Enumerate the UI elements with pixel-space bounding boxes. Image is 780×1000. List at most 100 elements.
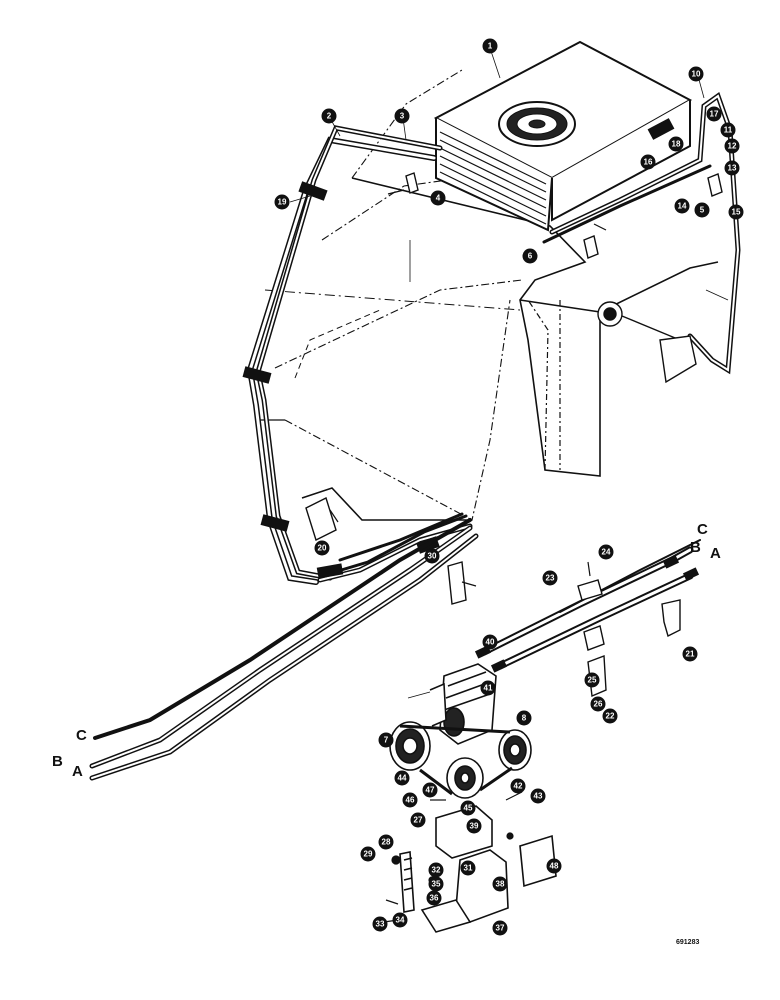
- callout-circle: [546, 858, 562, 874]
- callout-label: 21: [686, 650, 695, 659]
- callout-label: 23: [546, 574, 555, 583]
- callout-circle: [694, 202, 710, 218]
- callout-circle: [392, 912, 408, 928]
- callout-label: 38: [496, 880, 505, 889]
- figure-number: 691283: [676, 939, 699, 946]
- callout-38: 38: [492, 876, 508, 892]
- callout-circle: [530, 788, 546, 804]
- callout-circle: [688, 66, 704, 82]
- line-letter-b-top: B: [690, 539, 701, 556]
- cab-outline: [255, 69, 719, 521]
- callout-circle: [378, 732, 394, 748]
- callout-label: 5: [700, 206, 705, 215]
- callout-circle: [394, 770, 410, 786]
- callout-10: 10: [688, 66, 704, 82]
- callout-label: 20: [318, 544, 327, 553]
- callout-circle: [394, 108, 410, 124]
- callout-label: 37: [496, 924, 505, 933]
- callout-22: 22: [602, 708, 618, 724]
- callout-label: 15: [732, 208, 741, 217]
- callout-circle: [720, 122, 736, 138]
- line-letter-a-top: A: [710, 545, 721, 562]
- callout-2: 2: [321, 108, 337, 124]
- callout-33: 33: [372, 916, 388, 932]
- callout-circle: [724, 160, 740, 176]
- callout-1: 1: [482, 38, 498, 54]
- callout-circle: [706, 106, 722, 122]
- line-letter-a-bottom: A: [72, 763, 83, 780]
- brackets-cab: [305, 172, 723, 605]
- line-letter-c-top: C: [697, 521, 708, 538]
- callout-circle: [598, 544, 614, 560]
- dryer-assembly: [597, 301, 697, 384]
- callout-43: 43: [530, 788, 546, 804]
- callout-circle: [430, 190, 446, 206]
- callout-label: 44: [398, 774, 407, 783]
- callout-17: 17: [706, 106, 722, 122]
- callout-21: 21: [682, 646, 698, 662]
- callout-label: 35: [432, 880, 441, 889]
- callout-13: 13: [724, 160, 740, 176]
- pulleys: [389, 721, 532, 799]
- callout-label: 1: [488, 42, 493, 51]
- callout-4: 4: [430, 190, 446, 206]
- callout-label: 8: [522, 714, 527, 723]
- callout-circle: [422, 782, 438, 798]
- callout-label: 42: [514, 782, 523, 791]
- callout-circle: [480, 680, 496, 696]
- cab-hoses: [246, 92, 741, 585]
- callout-30: 30: [424, 548, 440, 564]
- callout-circle: [378, 834, 394, 850]
- callout-23: 23: [542, 570, 558, 586]
- callout-label: 27: [414, 816, 423, 825]
- line-letter-b-bottom: B: [52, 753, 63, 770]
- callout-circle: [482, 38, 498, 54]
- callout-label: 7: [384, 736, 389, 745]
- callout-label: 3: [400, 112, 405, 121]
- callout-label: 4: [436, 194, 441, 203]
- callout-12: 12: [724, 138, 740, 154]
- callout-45: 45: [460, 800, 476, 816]
- callout-circle: [372, 916, 388, 932]
- callout-28: 28: [378, 834, 394, 850]
- callout-18: 18: [668, 136, 684, 152]
- callout-label: 26: [594, 700, 603, 709]
- callout-24: 24: [598, 544, 614, 560]
- callout-circle: [724, 138, 740, 154]
- callout-19: 19: [274, 194, 290, 210]
- callout-47: 47: [422, 782, 438, 798]
- line-letter-c-bottom: C: [76, 727, 87, 744]
- callout-label: 45: [464, 804, 473, 813]
- callout-label: 11: [724, 126, 733, 135]
- callout-5: 5: [694, 202, 710, 218]
- callout-25: 25: [584, 672, 600, 688]
- callout-label: 48: [550, 862, 559, 871]
- callout-circle: [460, 860, 476, 876]
- callout-label: 22: [606, 712, 615, 721]
- callout-41: 41: [480, 680, 496, 696]
- callout-label: 46: [406, 796, 415, 805]
- callout-circle: [510, 778, 526, 794]
- callout-44: 44: [394, 770, 410, 786]
- callout-label: 32: [432, 866, 441, 875]
- callout-label: 39: [470, 822, 479, 831]
- callout-circle: [640, 154, 656, 170]
- callout-circle: [728, 204, 744, 220]
- callout-15: 15: [728, 204, 744, 220]
- callout-circle: [674, 198, 690, 214]
- callout-label: 12: [728, 142, 737, 151]
- callout-label: 28: [382, 838, 391, 847]
- callout-16: 16: [640, 154, 656, 170]
- callout-31: 31: [460, 860, 476, 876]
- callout-circle: [590, 696, 606, 712]
- callout-3: 3: [394, 108, 410, 124]
- callout-46: 46: [402, 792, 418, 808]
- callout-label: 2: [327, 112, 332, 121]
- callout-circle: [314, 540, 330, 556]
- callout-26: 26: [590, 696, 606, 712]
- callout-label: 19: [278, 198, 287, 207]
- callout-label: 29: [364, 850, 373, 859]
